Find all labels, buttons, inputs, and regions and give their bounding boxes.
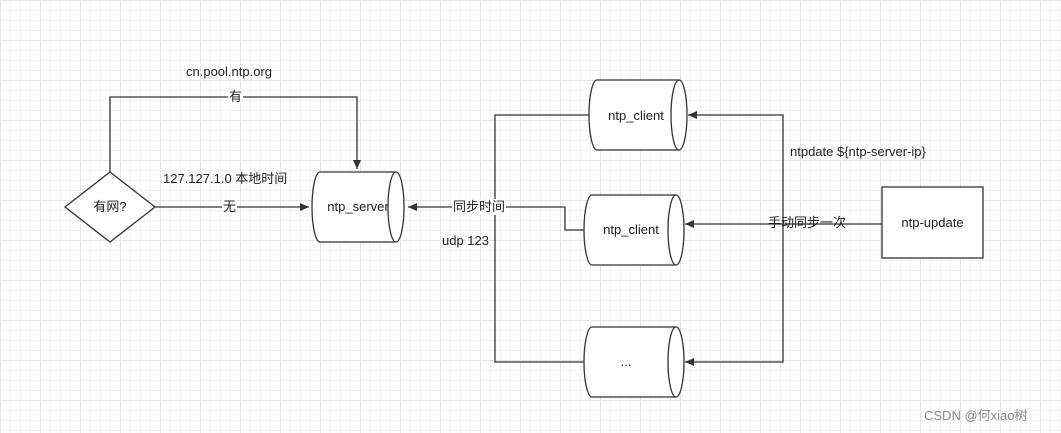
- local-clock-label: 127.127.1.0 本地时间: [163, 171, 288, 186]
- decision-diamond: [63, 171, 157, 243]
- client1-cylinder: [588, 79, 688, 151]
- edge-bus-client1: [688, 111, 784, 224]
- ntpdate-label: ntpdate ${ntp-server-ip}: [790, 144, 926, 159]
- manual-sync-label: 手动同步一次: [768, 215, 847, 230]
- edge-client1-bus: [494, 114, 589, 207]
- watermark: CSDN @何xiao树: [924, 408, 1028, 423]
- yes-label: 有: [228, 89, 244, 105]
- client2-cylinder: [583, 194, 685, 266]
- client2-label: ntp_client: [603, 222, 659, 237]
- client3-label: ...: [620, 354, 632, 369]
- pool-label: cn.pool.ntp.org: [186, 64, 273, 79]
- client3-cylinder: [583, 326, 685, 398]
- edge-client3-bus: [494, 207, 584, 363]
- update-box: [881, 186, 984, 259]
- server-label: ntp_server: [327, 199, 389, 214]
- sync-label: 同步时间: [452, 199, 507, 215]
- update-label: ntp-update: [901, 215, 964, 230]
- decision-label: 有网?: [93, 199, 127, 214]
- edge-yes: [109, 96, 361, 172]
- server-cylinder: [311, 171, 405, 243]
- edge-bus-client3: [685, 224, 784, 366]
- client1-label: ntp_client: [608, 108, 664, 123]
- udp-label: udp 123: [442, 233, 489, 248]
- no-label: 无: [222, 199, 238, 215]
